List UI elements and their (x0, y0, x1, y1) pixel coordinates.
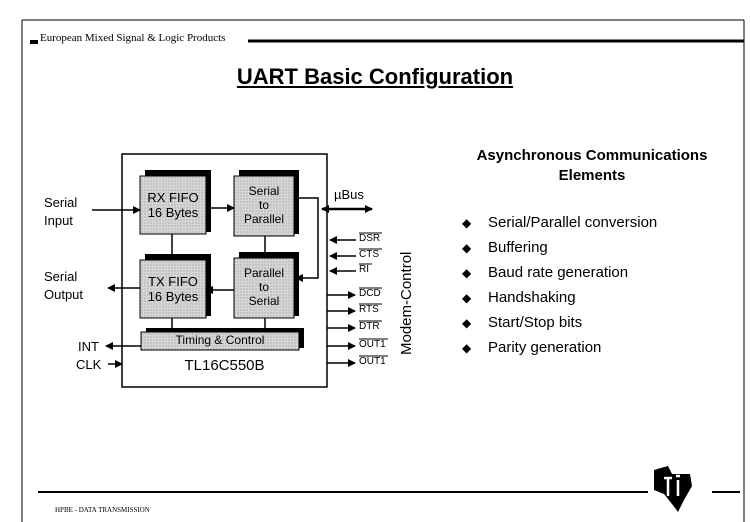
rx-fifo-line2: 16 Bytes (147, 205, 199, 220)
elements-heading-line2: Elements (558, 167, 626, 184)
elements-heading-line1: Asynchronous Communications (476, 147, 708, 164)
list-item: ◆ Start/Stop bits (462, 310, 657, 335)
list-item: ◆ Baud rate generation (462, 260, 657, 285)
ti-logo (654, 466, 692, 512)
serial-output-line2: Output (44, 287, 84, 302)
serial-input-label: Serial Input (44, 194, 77, 230)
signal-dtr: DTR (359, 321, 380, 332)
serial-input-line1: Serial (44, 195, 78, 210)
list-item: ◆ Handshaking (462, 285, 657, 310)
timing-control-block (140, 328, 304, 351)
timing-control-label: Timing & Control (175, 333, 265, 347)
list-item: ◆ Serial/Parallel conversion (462, 210, 657, 235)
list-item-text: Parity generation (488, 338, 602, 356)
signal-ri: RI (359, 264, 369, 275)
modem-control-label: Modem-Control (398, 251, 415, 355)
signal-overlines (359, 232, 388, 357)
bus-label: µBus (334, 187, 364, 202)
list-item-text: Serial/Parallel conversion (488, 213, 658, 231)
rx-fifo-block (139, 170, 211, 235)
company-header: European Mixed Signal & Logic Products (40, 32, 226, 44)
clk-label: CLK (76, 357, 102, 372)
rx-fifo-label: RX FIFO 16 Bytes (140, 190, 206, 220)
signal-dcd: DCD (359, 288, 381, 299)
s2p-line1: Serial (248, 184, 280, 198)
p2s-line1: Parallel (243, 266, 285, 280)
tx-fifo-line2: 16 Bytes (147, 289, 199, 304)
elements-list: ◆ Serial/Parallel conversion ◆ Buffering ◆… (462, 210, 657, 360)
external-arrows (92, 205, 373, 368)
diamond-bullet-icon: ◆ (462, 265, 472, 280)
int-label: INT (78, 339, 99, 354)
diamond-bullet-icon: ◆ (462, 290, 472, 305)
signal-dsr: DSR (359, 233, 381, 244)
diamond-bullet-icon: ◆ (462, 315, 472, 330)
serial-to-parallel-label: Serial to Parallel (234, 184, 294, 226)
parallel-to-serial-label: Parallel to Serial (234, 266, 294, 308)
serial-output-label: Serial Output (44, 268, 83, 304)
signal-rts: RTS (359, 304, 379, 315)
signal-cts: CTS (359, 249, 379, 260)
tx-fifo-label: TX FIFO 16 Bytes (140, 274, 206, 304)
header-bullet (30, 40, 38, 44)
diamond-bullet-icon: ◆ (462, 215, 472, 230)
slide-frame (21, 19, 745, 522)
list-item-text: Start/Stop bits (488, 313, 583, 331)
page-title: UART Basic Configuration (236, 64, 514, 89)
signal-out1-a: OUT1 (359, 339, 386, 350)
list-item: ◆ Buffering (462, 235, 657, 260)
p2s-line3: Serial (248, 294, 280, 308)
signal-out1-b: OUT1 (359, 356, 386, 367)
chip-name: TL16C550B (184, 357, 265, 374)
diamond-bullet-icon: ◆ (462, 340, 472, 355)
list-item-text: Baud rate generation (488, 263, 629, 281)
s2p-line3: Parallel (243, 212, 285, 226)
footer-text: HPBE - DATA TRANSMISSION (55, 506, 150, 514)
diamond-bullet-icon: ◆ (462, 240, 472, 255)
s2p-line2: to (258, 198, 269, 212)
serial-output-line1: Serial (44, 269, 78, 284)
list-item-text: Handshaking (488, 288, 576, 306)
list-item: ◆ Parity generation (462, 335, 657, 360)
elements-heading: Asynchronous Communications Elements (452, 146, 732, 186)
rx-fifo-line1: RX FIFO (147, 190, 199, 205)
p2s-line2: to (258, 280, 269, 294)
list-item-text: Buffering (488, 238, 548, 256)
tx-fifo-block (139, 254, 211, 319)
parallel-to-serial-block (233, 252, 299, 319)
tx-fifo-line1: TX FIFO (148, 274, 198, 289)
serial-input-line2: Input (44, 213, 73, 228)
serial-to-parallel-block (233, 170, 299, 237)
